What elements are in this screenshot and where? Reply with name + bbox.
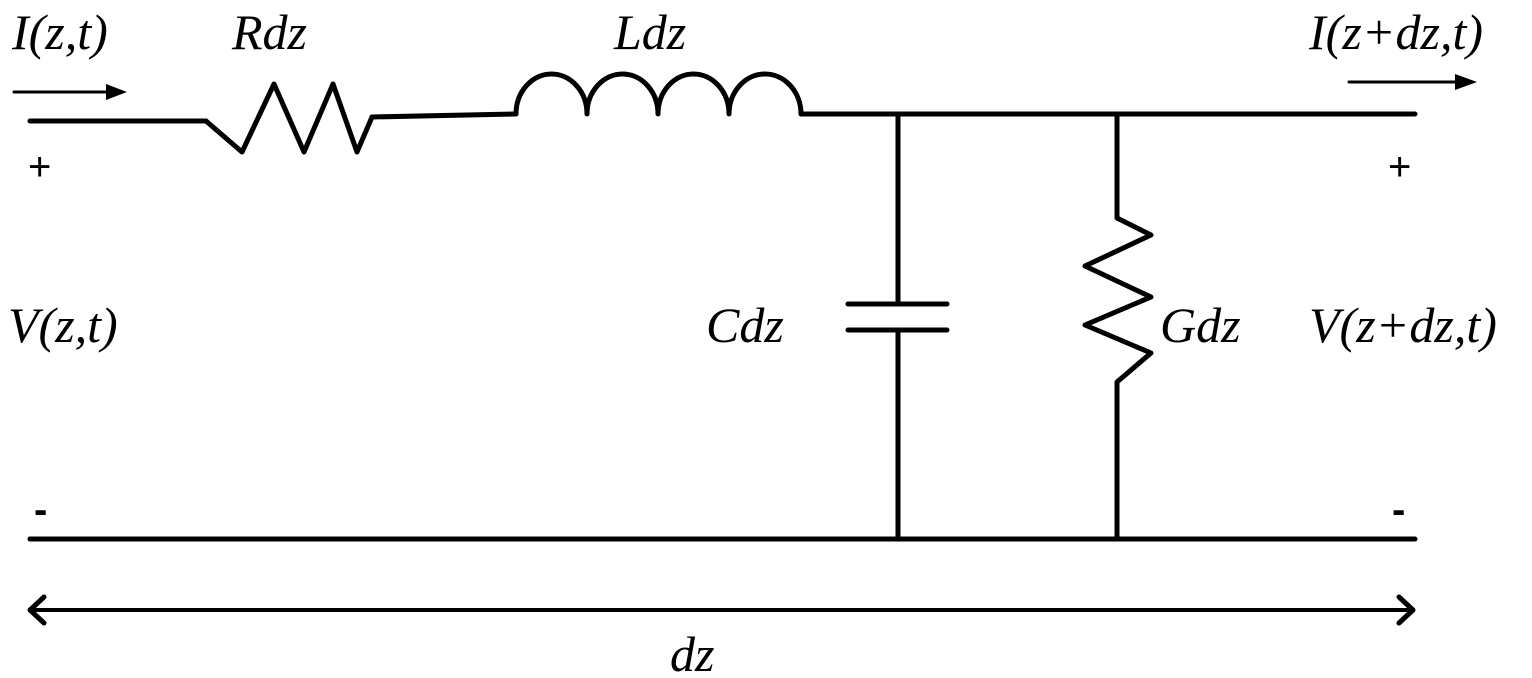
conductance-label: Gdz	[1160, 297, 1241, 353]
voltage-out-label: V(z+dz,t)	[1309, 297, 1497, 353]
shunt-resistor	[1082, 111, 1154, 542]
plus-sign-input: +	[28, 145, 51, 189]
minus-sign-output: -	[1392, 488, 1405, 532]
minus-sign-input: -	[34, 488, 47, 532]
inductor-label: Ldz	[613, 4, 686, 60]
current-in-arrowhead	[106, 84, 127, 100]
resistor-label: Rdz	[231, 4, 307, 60]
series-resistor	[203, 81, 375, 155]
top-wire-middle	[369, 111, 519, 120]
current-out-arrowhead	[1455, 74, 1477, 90]
current-out-label: I(z+dz,t)	[1308, 4, 1483, 60]
capacitor-label: Cdz	[706, 297, 784, 353]
length-arrow-right-head	[1396, 594, 1416, 626]
plus-sign-output: +	[1388, 145, 1411, 189]
voltage-in-label: V(z,t)	[8, 297, 118, 353]
current-in-label: I(z,t)	[11, 4, 108, 60]
length-label: dz	[670, 626, 714, 678]
series-inductor	[513, 71, 804, 117]
